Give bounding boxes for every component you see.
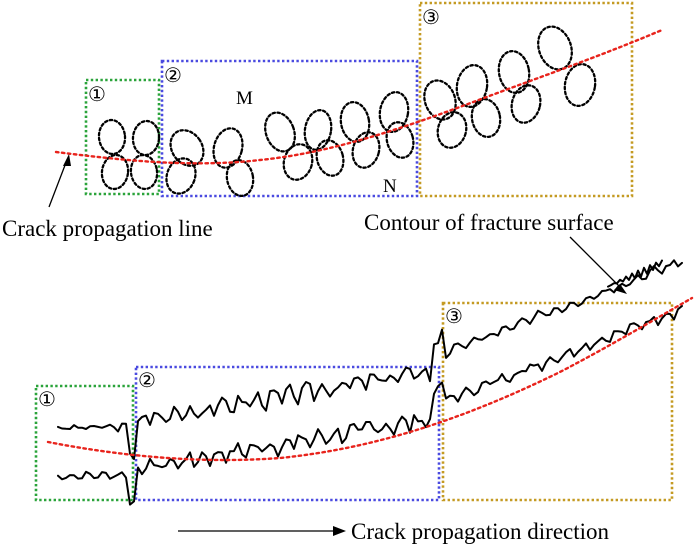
- grain-contour-10: [282, 143, 314, 181]
- grain-contour-19: [455, 64, 489, 108]
- crack-line-pointer: [48, 159, 68, 208]
- grain-contour-9: [264, 111, 296, 153]
- bottom-zone1-label: ①: [38, 389, 56, 411]
- bottom-zone3-label: ③: [445, 306, 463, 328]
- grain-contour-12: [315, 139, 345, 177]
- top-grain-contours: [97, 25, 597, 198]
- grain-contour-17: [423, 79, 457, 121]
- grain-contour-8: [225, 158, 255, 198]
- bottom-zone2-label: ②: [138, 370, 156, 392]
- grain-contour-1: [97, 118, 127, 156]
- upper-fracture-surface-contour: [57, 259, 683, 460]
- grain-contour-4: [129, 153, 159, 191]
- grain-contour-13: [339, 101, 371, 143]
- grain-contour-14: [351, 131, 381, 169]
- fracture-contour-tail: [607, 259, 663, 288]
- top-zone2-label: ②: [164, 65, 182, 87]
- crack-propagation-line-label: Crack propagation line: [2, 216, 213, 241]
- point-m-label: M: [236, 88, 253, 109]
- contour-pointer-head: [614, 284, 627, 294]
- top-zone3-box: [418, 1, 634, 198]
- grain-contour-2: [100, 153, 130, 191]
- grain-contour-5: [169, 129, 205, 167]
- grain-contour-7: [212, 127, 244, 169]
- grain-contour-3: [131, 119, 161, 157]
- grain-contour-18: [436, 111, 468, 149]
- bottom-zone3-box: [441, 301, 674, 502]
- bottom-zone1-box: [34, 384, 135, 502]
- grain-contour-15: [378, 91, 410, 133]
- grain-contour-16: [385, 121, 415, 159]
- top-zone3-label: ③: [422, 7, 440, 29]
- bottom-crack-propagation-line: [46, 296, 694, 462]
- bottom-panel: ① ② ③ Contour of fracture surface Crack …: [34, 210, 694, 544]
- contour-of-fracture-surface-label: Contour of fracture surface: [364, 210, 614, 235]
- top-panel: ① ② ③ M N Crack propagation line: [2, 1, 664, 241]
- top-zone2-box: [160, 59, 419, 198]
- grain-contour-20: [470, 97, 502, 139]
- grain-contour-6: [165, 157, 197, 195]
- grain-contour-24: [563, 63, 597, 107]
- grain-contour-21: [497, 50, 531, 94]
- direction-arrow-head: [333, 526, 346, 536]
- contour-pointer: [569, 236, 622, 289]
- grain-contour-11: [303, 109, 333, 151]
- top-crack-propagation-line: [54, 28, 664, 165]
- lower-fracture-surface-contour: [57, 305, 683, 506]
- crack-propagation-direction-label: Crack propagation direction: [351, 519, 610, 544]
- point-n-label: N: [383, 176, 397, 197]
- grain-contour-22: [510, 84, 542, 124]
- bottom-zone2-box: [134, 365, 441, 502]
- crack-line-pointer-head: [63, 154, 71, 166]
- top-zone1-label: ①: [88, 84, 106, 106]
